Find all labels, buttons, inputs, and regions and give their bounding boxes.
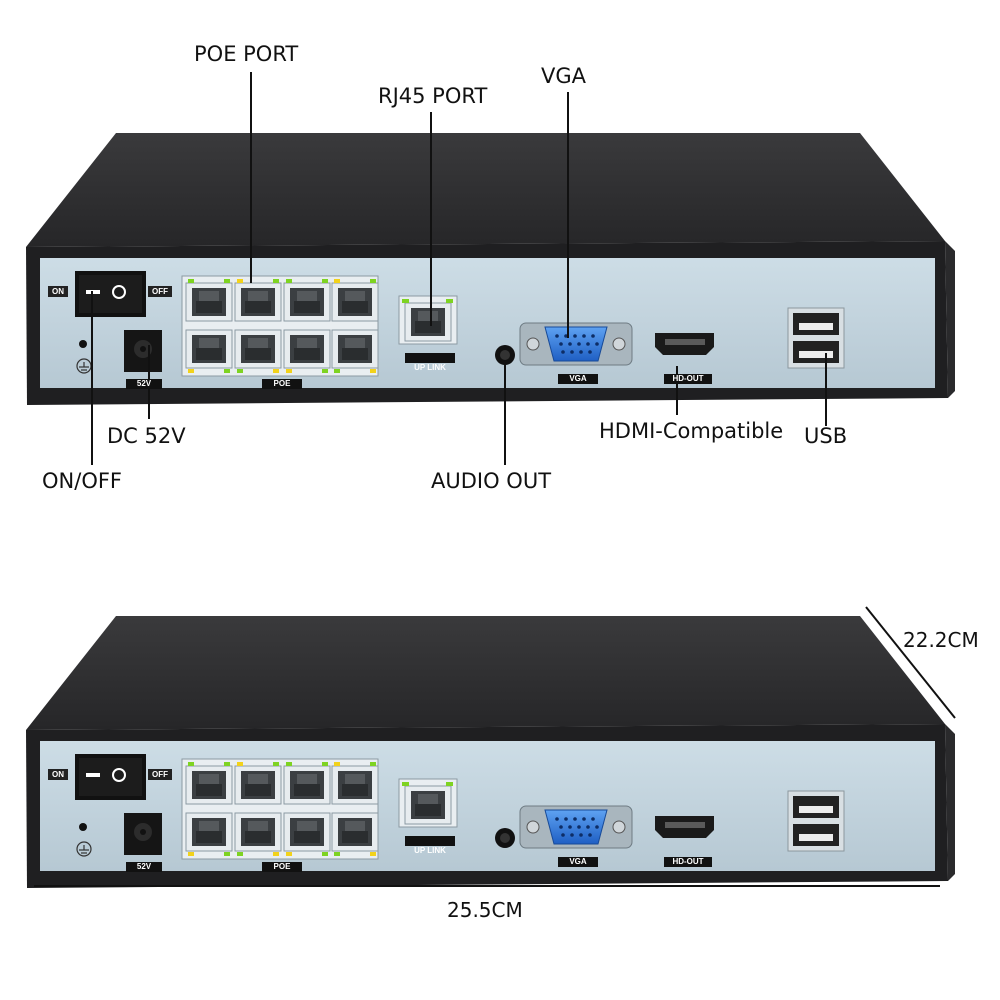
nvr-rear-panel-top xyxy=(26,133,955,405)
dimension-depth-label: 22.2CM xyxy=(903,628,979,652)
callout-dc-52v: DC 52V xyxy=(107,424,186,448)
panel-label-52v: 52V xyxy=(137,379,152,388)
panel-label-uplink: UP LINK xyxy=(414,363,446,372)
callout-usb: USB xyxy=(804,424,848,448)
panel-label-vga: VGA xyxy=(569,374,587,383)
dimension-width-label: 25.5CM xyxy=(447,898,523,922)
callout-lines xyxy=(91,72,827,465)
panel-label-on: ON xyxy=(52,770,64,779)
panel-label-off: OFF xyxy=(152,770,168,779)
callout-vga: VGA xyxy=(541,64,587,88)
panel-label-52v: 52V xyxy=(137,862,152,871)
panel-labels-bottom: ON OFF 52V POE UP LINK VGA HD-OUT xyxy=(52,770,704,871)
callout-on-off: ON/OFF xyxy=(42,469,123,493)
panel-label-uplink: UP LINK xyxy=(414,846,446,855)
callout-hdmi: HDMI-Compatible xyxy=(599,419,784,443)
callout-poe-port: POE PORT xyxy=(194,42,299,66)
nvr-rear-panel-bottom xyxy=(26,616,955,888)
callout-rj45-port: RJ45 PORT xyxy=(378,84,488,108)
panel-label-on: ON xyxy=(52,287,64,296)
panel-label-poe: POE xyxy=(274,379,292,388)
panel-label-poe: POE xyxy=(274,862,292,871)
panel-label-hdout: HD-OUT xyxy=(672,374,703,383)
panel-label-off: OFF xyxy=(152,287,168,296)
panel-labels-top: ON OFF 52V POE UP LINK VGA HD-OUT xyxy=(52,287,704,388)
depth-dimension-line xyxy=(865,606,956,719)
panel-label-hdout: HD-OUT xyxy=(672,857,703,866)
panel-label-vga: VGA xyxy=(569,857,587,866)
callout-audio-out: AUDIO OUT xyxy=(431,469,552,493)
